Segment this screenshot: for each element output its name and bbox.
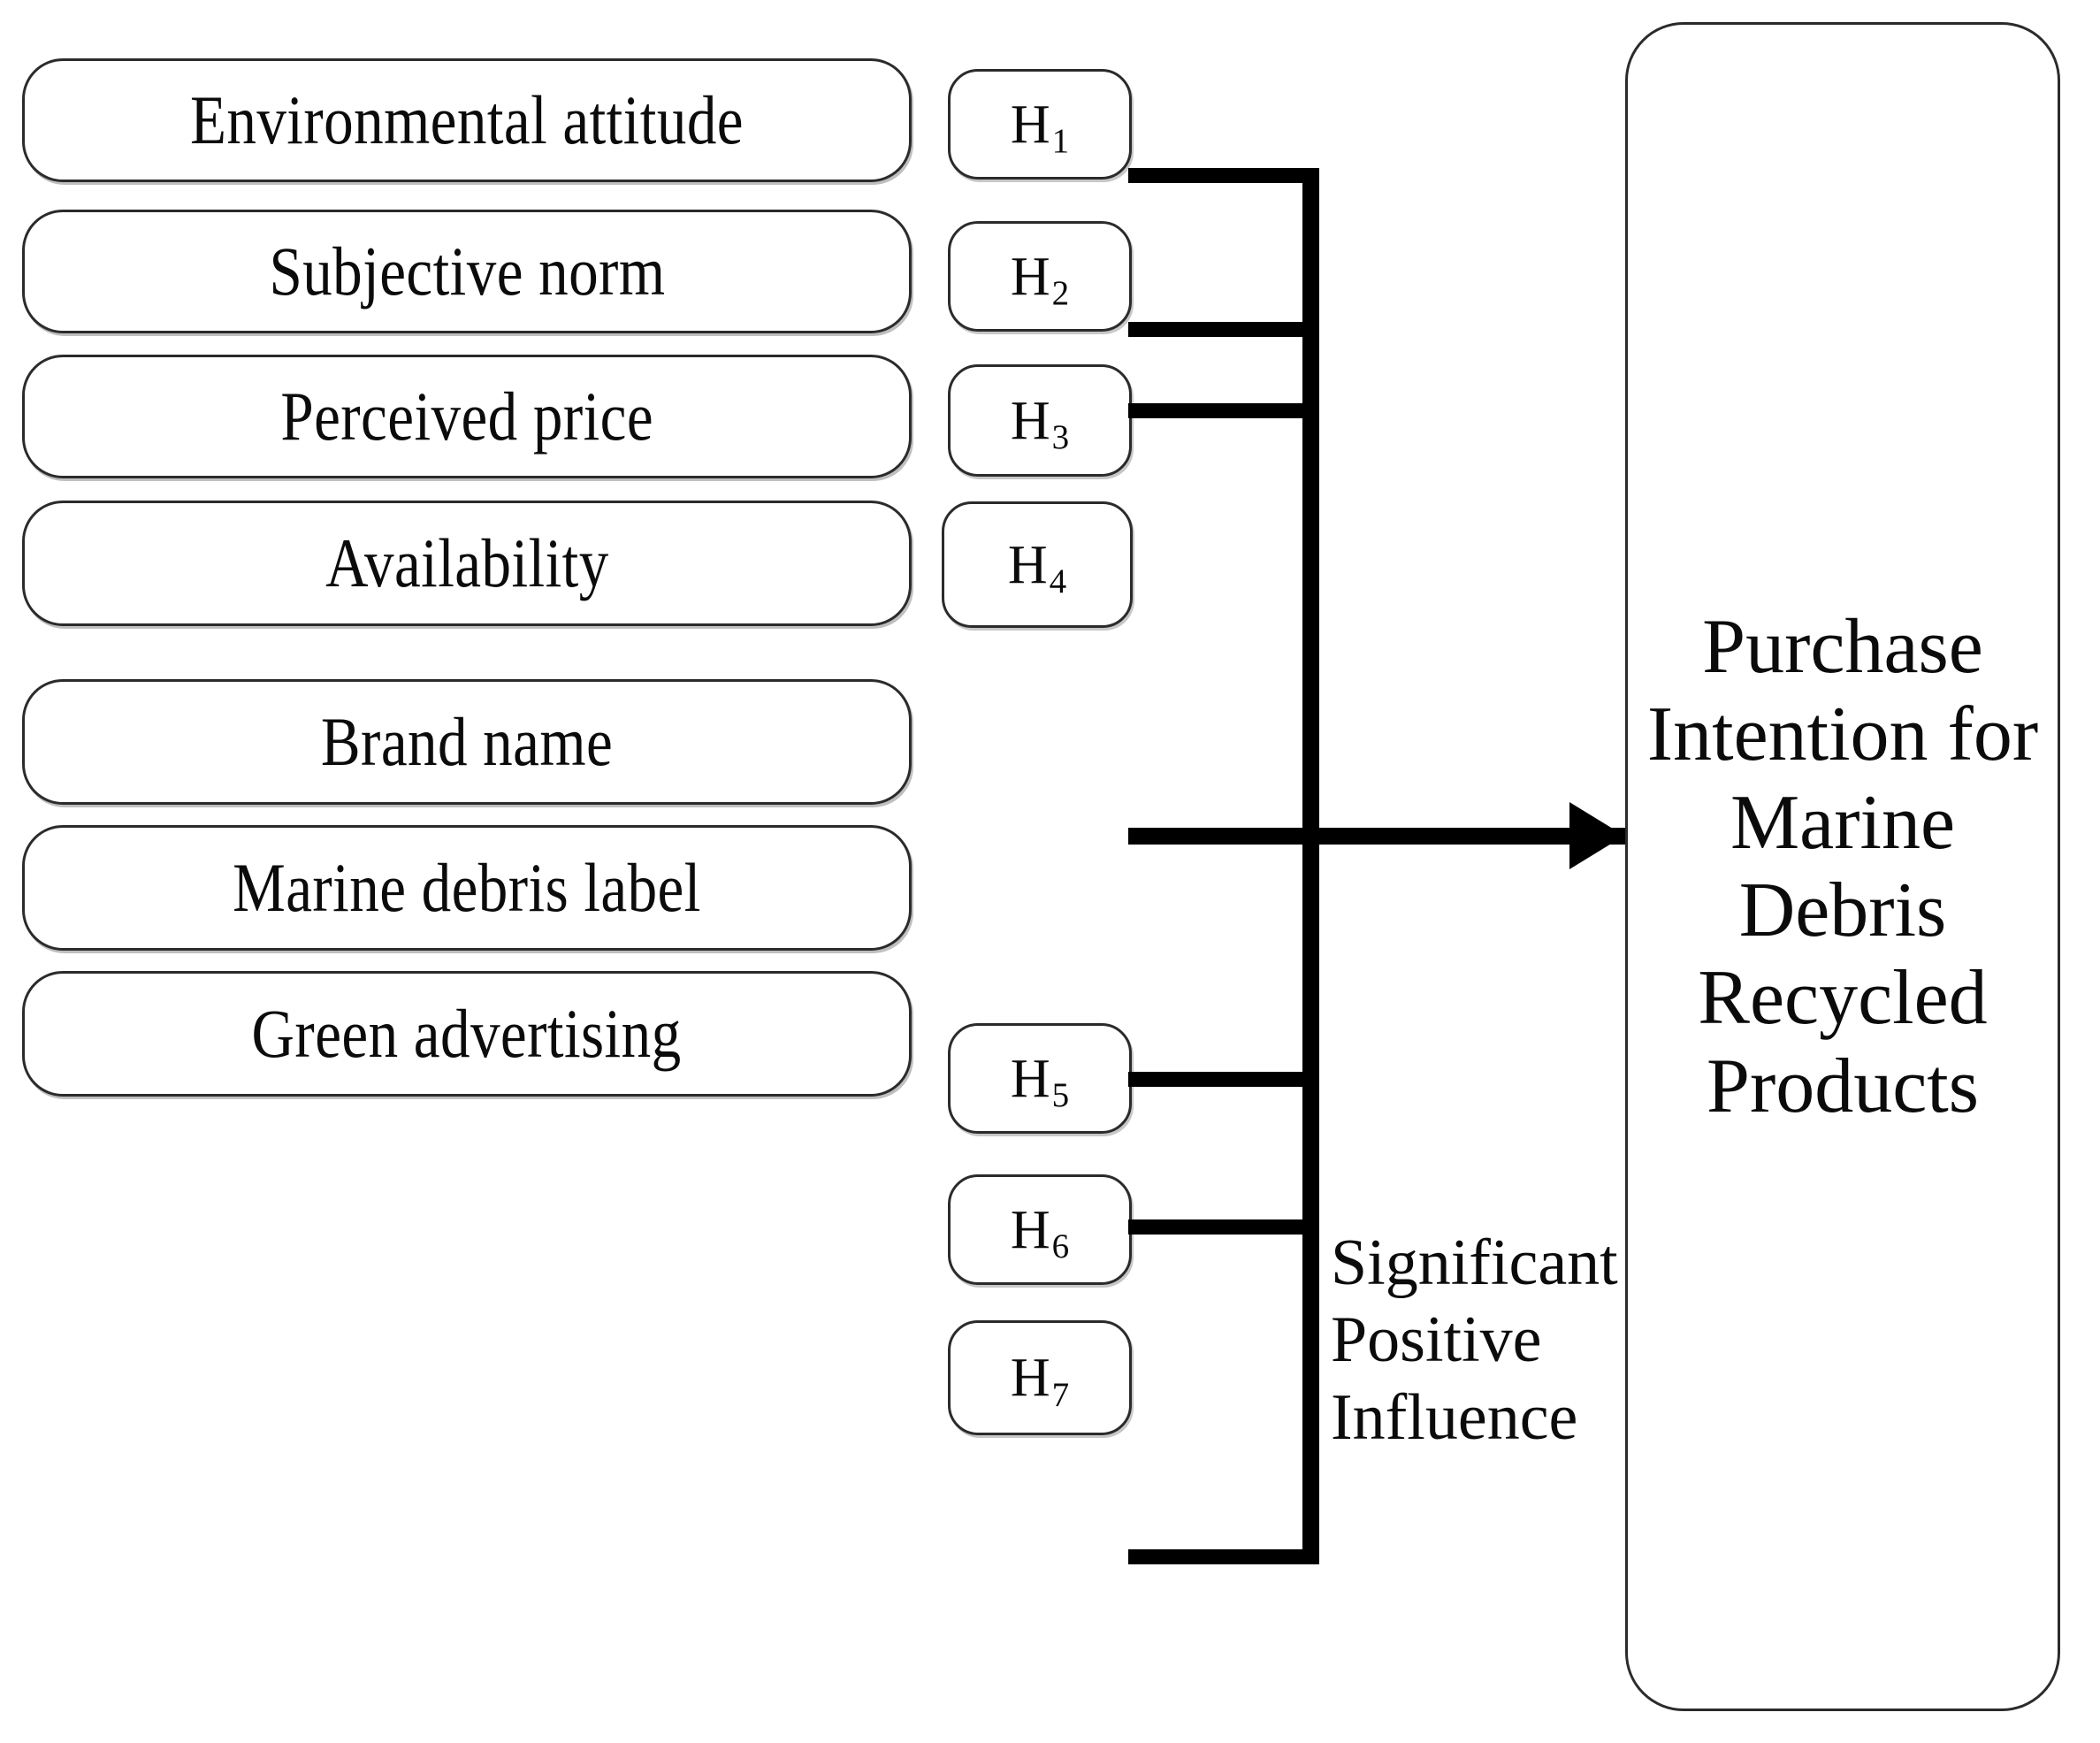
relationship-caption: Significant Positive Influence bbox=[1331, 1227, 1618, 1454]
factor-box-marine-debris-label[interactable]: Marine debris label bbox=[22, 825, 912, 951]
factor-label: Environmental attitude bbox=[189, 81, 745, 158]
factor-box-green-advertising[interactable]: Green advertising bbox=[22, 971, 912, 1097]
hypothesis-box-h6[interactable]: H6 bbox=[948, 1174, 1132, 1285]
hypothesis-box-h2[interactable]: H2 bbox=[948, 221, 1132, 332]
connector-stub-h6 bbox=[1128, 1219, 1319, 1235]
factor-box-availability[interactable]: Availability bbox=[22, 501, 912, 626]
factor-label: Marine debris label bbox=[233, 849, 701, 926]
factor-box-perceived-price[interactable]: Perceived price bbox=[22, 355, 912, 478]
hypothesis-box-h4[interactable]: H4 bbox=[942, 501, 1133, 628]
factor-label: Brand name bbox=[320, 703, 614, 780]
factor-box-environmental-attitude[interactable]: Environmental attitude bbox=[22, 58, 912, 182]
factor-box-subjective-norm[interactable]: Subjective norm bbox=[22, 210, 912, 333]
factor-label: Subjective norm bbox=[269, 233, 665, 310]
connector-stub-h2 bbox=[1128, 322, 1319, 337]
outcome-box-purchase-intention[interactable]: Purchase Intention for Marine Debris Rec… bbox=[1625, 22, 2060, 1711]
hypothesis-box-h1[interactable]: H1 bbox=[948, 69, 1132, 180]
connector-stub-h1 bbox=[1128, 168, 1319, 183]
factor-label: Perceived price bbox=[280, 378, 653, 455]
hypothesis-box-h7[interactable]: H7 bbox=[948, 1320, 1132, 1435]
hypothesis-label: H5 bbox=[1010, 1048, 1070, 1115]
outcome-label: Purchase Intention for Marine Debris Rec… bbox=[1646, 603, 2039, 1129]
factor-label: Availability bbox=[325, 524, 609, 601]
connector-trunk-vertical bbox=[1302, 168, 1319, 1564]
connector-stub-h5 bbox=[1128, 1072, 1319, 1087]
hypothesis-label: H4 bbox=[1007, 534, 1067, 601]
hypothesis-label: H7 bbox=[1010, 1348, 1070, 1414]
hypothesis-label: H3 bbox=[1010, 390, 1070, 457]
influence-arrow-shaft bbox=[1128, 828, 1625, 845]
hypothesis-box-h5[interactable]: H5 bbox=[948, 1023, 1132, 1134]
hypothesis-box-h3[interactable]: H3 bbox=[948, 364, 1132, 477]
connector-stub-h7 bbox=[1128, 1549, 1319, 1564]
influence-arrow-head bbox=[1569, 802, 1624, 869]
hypothesis-label: H1 bbox=[1010, 94, 1070, 161]
factor-box-brand-name[interactable]: Brand name bbox=[22, 679, 912, 805]
factor-label: Green advertising bbox=[251, 995, 683, 1072]
connector-stub-h3 bbox=[1128, 403, 1319, 418]
hypothesis-label: H2 bbox=[1010, 246, 1070, 313]
hypothesis-label: H6 bbox=[1010, 1199, 1070, 1266]
